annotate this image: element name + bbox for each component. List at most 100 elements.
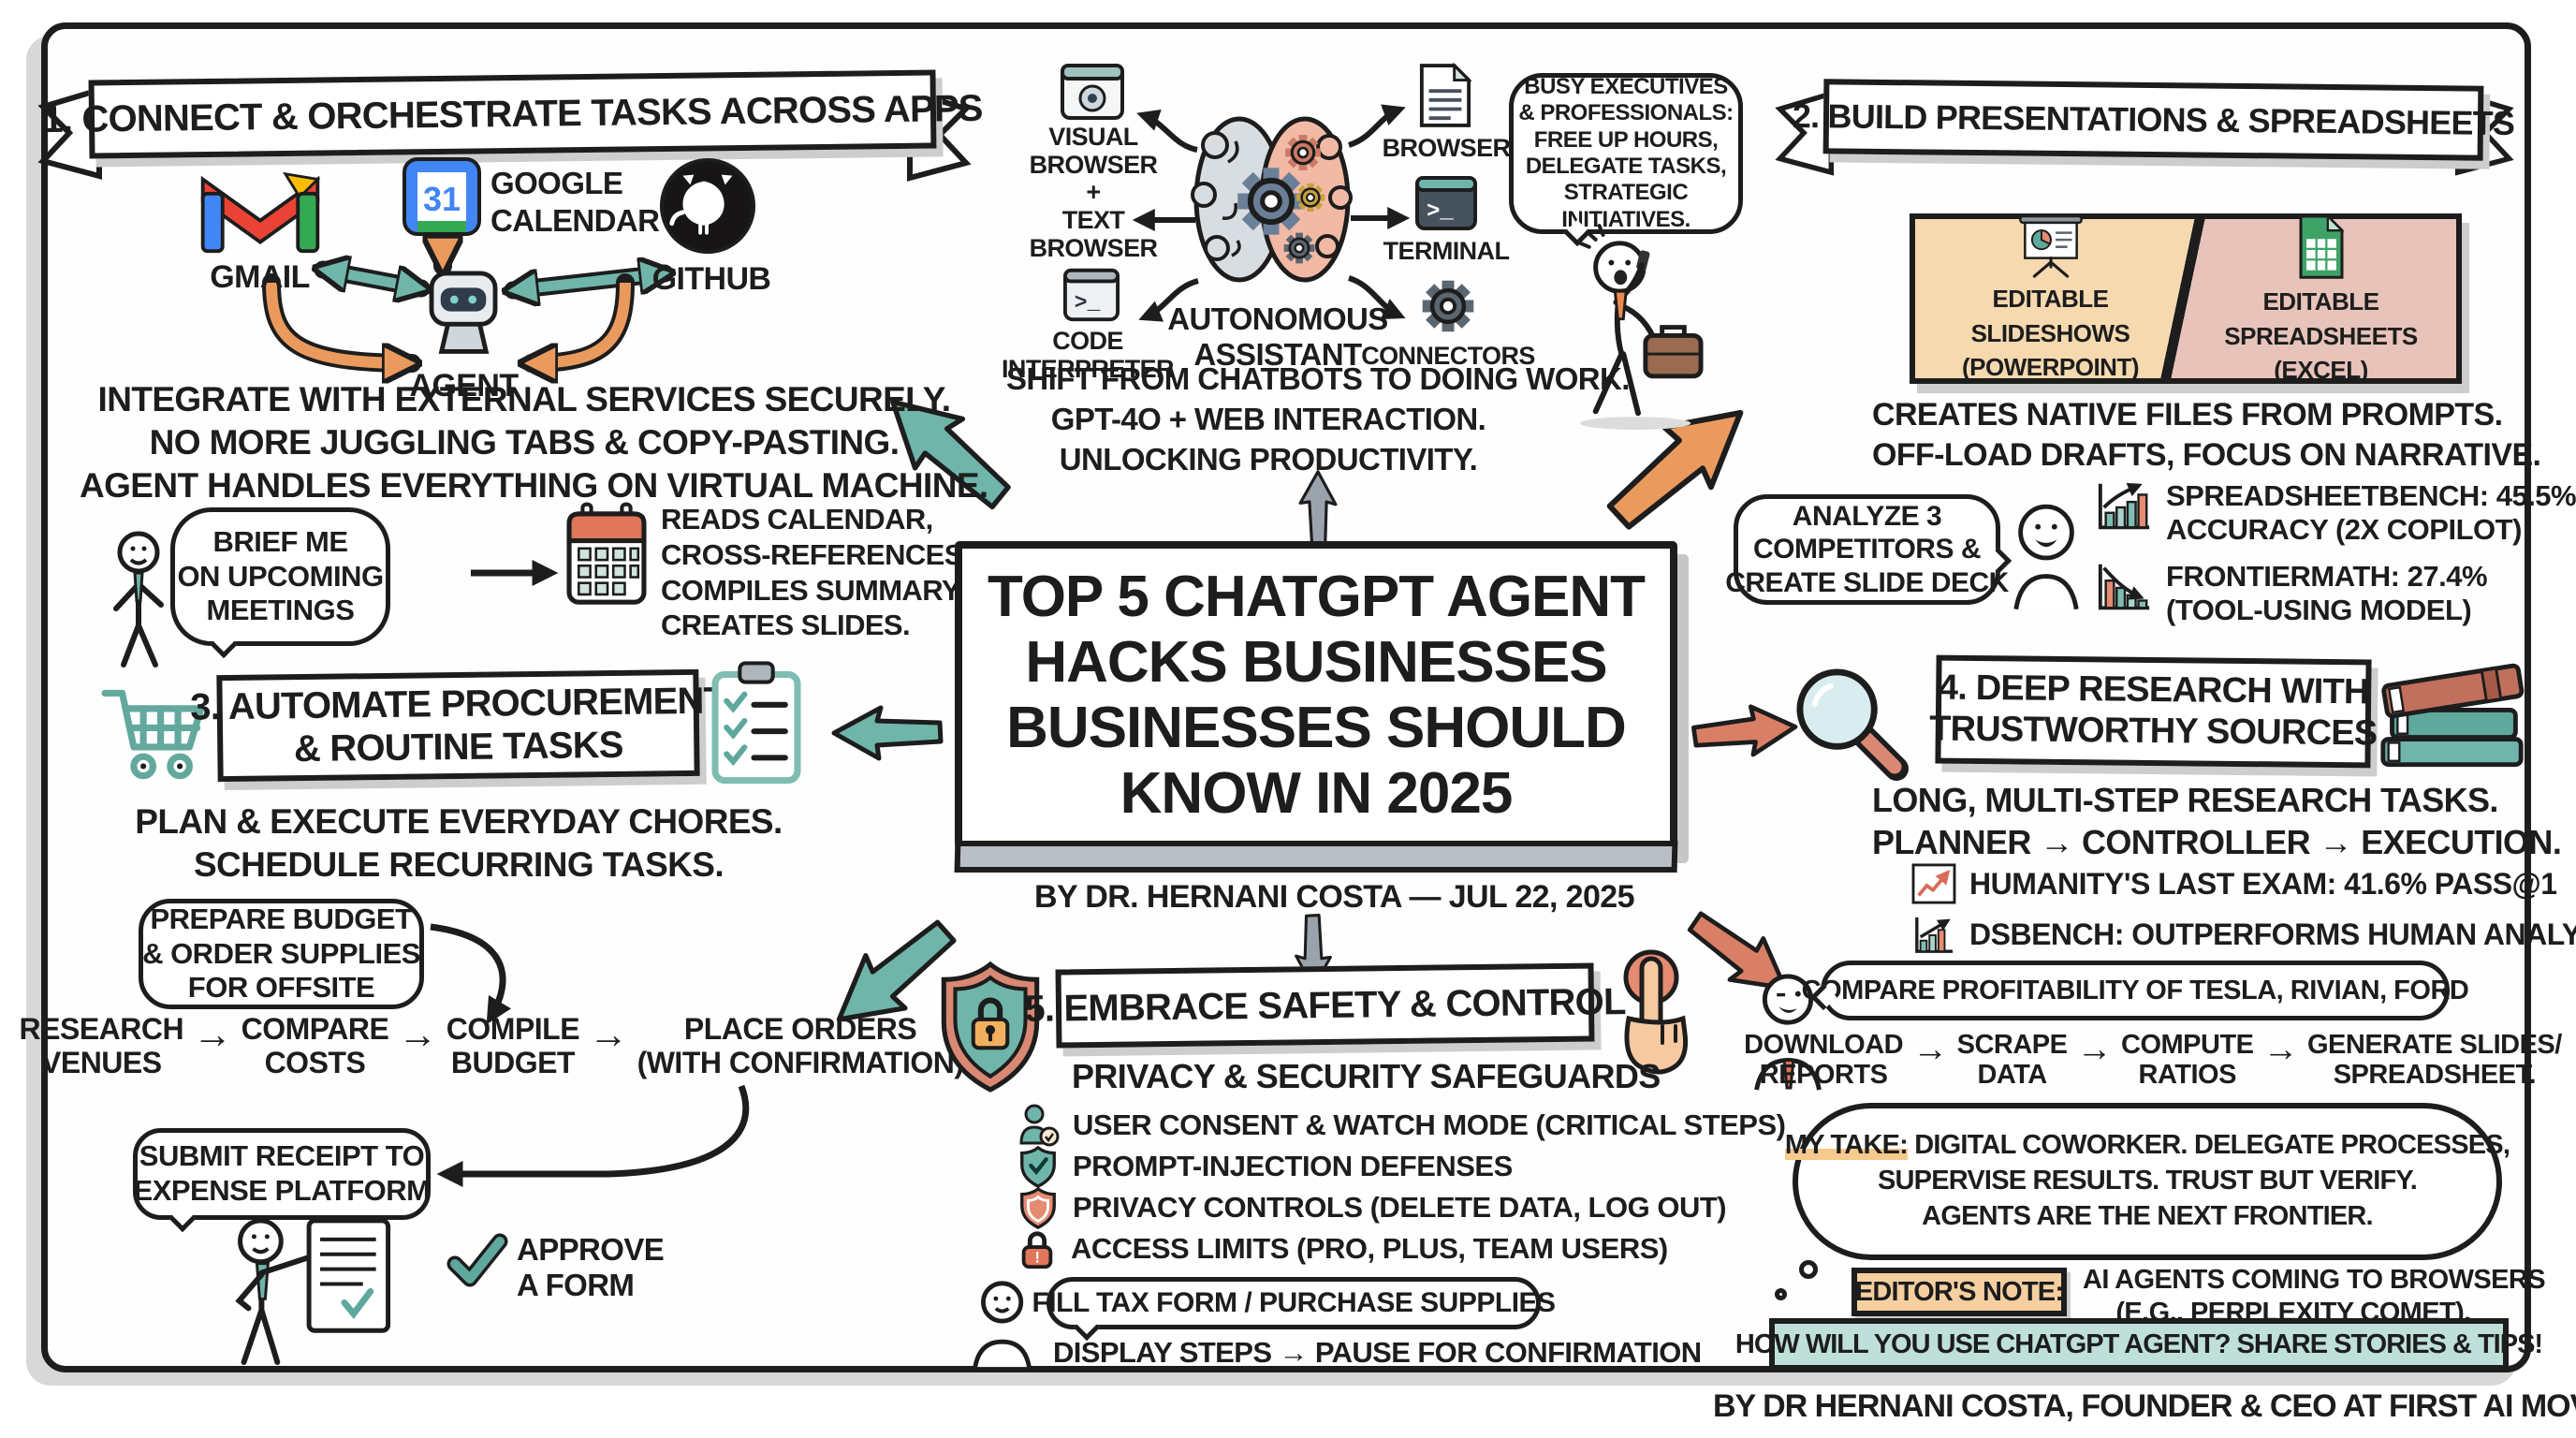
line: & PROFESSIONALS: [1518,100,1734,126]
shift-statement: SHIFT FROM CHATBOTS TO DOING WORK. GPT-4… [1006,360,1630,480]
line: HUMANITY'S LAST EXAM: 41.6% PASS@1 [1969,866,2557,901]
line: EDITOR'S NOTE: [1854,1276,2064,1307]
line: BY DR. HERNANI COSTA — JUL 22, 2025 [1034,879,1635,915]
busy-executive-figure [1575,224,1704,431]
arrow-brief-to-calendar [471,560,559,586]
line: CALENDAR [490,203,660,239]
line: PLANNER → CONTROLLER → EXECUTION. [1872,823,2562,861]
line: BROWSER [1029,150,1158,179]
outputs-card: EDITABLE SLIDESHOWS (POWERPOINT) EDITABL… [1910,213,2462,384]
ribbon2-tail-left-icon [1775,90,1835,176]
visual-browser-label: VISUAL BROWSER + TEXT BROWSER [1009,123,1178,262]
line: DISPLAY STEPS → PAUSE FOR CONFIRMATION [1053,1336,1702,1369]
line: SPREADSHEET. [2333,1060,2537,1091]
stat-text: FRONTIERMATH: 27.4% (TOOL-USING MODEL) [2166,560,2488,626]
line: MEETINGS [206,594,355,627]
calendar-icon [566,502,647,605]
line: LONG, MULTI-STEP RESEARCH TASKS. [1872,781,2498,819]
agent-label: AGENT [401,367,527,405]
line: COMPARE PROFITABILITY OF TESLA, RIVIAN, … [1801,975,2469,1005]
flow-step: GENERATE SLIDES/SPREADSHEET. [2307,1030,2562,1091]
line: RATIOS [2138,1060,2237,1091]
line: ACCESS LIMITS (PRO, PLUS, TEAM USERS) [1071,1232,1668,1265]
safety-item: PRIVACY CONTROLS (DELETE DATA, LOG OUT) [1018,1186,1785,1229]
safety-item: PROMPT-INJECTION DEFENSES [1018,1145,1785,1188]
arrow-right-glyph: → [2262,1030,2299,1069]
section4-banner: 4. DEEP RESEARCH WITH TRUSTWORTHY SOURCE… [1929,654,2378,769]
line: FOR OFFSITE [187,971,375,1005]
gmail-icon [200,171,321,254]
line: TOP 5 CHATGPT AGENT [987,564,1646,629]
line: KNOW IN 2025 [1120,761,1514,827]
line: FRONTIERMATH: 27.4% [2166,560,2488,593]
person-happy-icon [2013,504,2079,610]
line: 5. EMBRACE SAFETY & CONTROL [1024,980,1626,1030]
line: RESEARCH [19,1012,184,1046]
line: STRATEGIC [1563,180,1689,206]
brain-connector-arrows [1132,104,1411,322]
safety-list: USER CONSENT & WATCH MODE (CRITICAL STEP… [1018,1104,1786,1269]
line: SCHEDULE RECURRING TASKS. [193,845,724,885]
stat-text: SPREADSHEETBENCH: 45.5% ACCURACY (2X COP… [2166,479,2576,546]
line: BRIEF ME [212,525,348,559]
line: GPT-4O + WEB INTERACTION. [1050,401,1486,436]
frontiermath-stat: FRONTIERMATH: 27.4% (TOOL-USING MODEL) [2095,560,2488,626]
chart-up-icon [2098,482,2150,530]
compare-profitability-bubble: COMPARE PROFITABILITY OF TESLA, RIVIAN, … [1802,961,2469,1020]
safety-item: USER CONSENT & WATCH MODE (CRITICAL STEP… [1018,1104,1786,1147]
terminal-icon: >_ [1415,176,1477,230]
user-consent-icon [1019,1104,1060,1147]
line: ANALYZE 3 [1792,500,1942,532]
code-interpreter-label: CODE INTERPRETER [994,327,1181,383]
github-label: GITHUB [646,260,777,299]
line: AGENTS ARE THE NEXT FRONTIER. [1922,1200,2373,1231]
line: EDITABLE [1992,285,2109,314]
brain-icon [1191,116,1353,283]
presentation-easel-icon [2018,214,2083,278]
approve-check-icon [446,1233,508,1287]
line: & ORDER SUPPLIES [142,936,420,970]
line: BUDGET [450,1045,576,1079]
section2-banner: 2. BUILD PRESENTATIONS & SPREADSHEETS [1793,79,2514,161]
books-stack-icon [2380,663,2525,768]
code-interpreter-icon: >_ [1063,268,1120,322]
autonomous-assistant-label: AUTONOMOUS ASSISTANT [1161,301,1395,373]
prepare-budget-bubble: PREPARE BUDGET & ORDER SUPPLIES FOR OFFS… [139,899,424,1009]
analyze-competitors-bubble: ANALYZE 3 COMPETITORS & CREATE SLIDE DEC… [1725,494,2012,605]
footer-byline: BY DR HERNANI COSTA, FOUNDER & CEO AT FI… [1713,1387,2576,1426]
google-calendar-icon: 31 [402,157,481,236]
line: ON UPCOMING [177,559,384,593]
section1-banner: 1. CONNECT & ORCHESTRATE TASKS ACROSS AP… [42,69,983,159]
line: SCRAPE [1956,1030,2068,1060]
line: NO MORE JUGGLING TABS & COPY-PASTING. [149,422,900,462]
line: BUSINESSES SHOULD [1006,696,1627,760]
safety-item: ! ACCESS LIMITS (PRO, PLUS, TEAM USERS) [1018,1228,1785,1269]
hle-stat: HUMANITY'S LAST EXAM: 41.6% PASS@1 [1911,863,2557,904]
chart-down-icon [2098,564,2150,610]
poster-title: TOP 5 CHATGPT AGENT HACKS BUSINESSES BUS… [987,564,1646,827]
approve-form-label: APPROVE A FORM [517,1232,704,1303]
person-request-icon [973,1281,1032,1368]
agent-robot-icon [429,271,498,354]
line: TERMINAL [1383,237,1510,265]
line: CREATES NATIVE FILES FROM PROMPTS. [1872,397,2503,433]
line: CODE [1052,327,1123,355]
person-wink-icon [1754,974,1822,1091]
slideshows-panel: EDITABLE SLIDESHOWS (POWERPOINT) [1915,214,2186,380]
line: INTERPRETER [1002,354,1175,383]
line: + [1086,178,1101,207]
arrow-right-glyph: → [2076,1030,2113,1069]
line: BROWSER [1029,233,1158,262]
line: FREE UP HOURS, [1533,126,1719,153]
line: APPROVE [517,1232,665,1267]
line: SPREADSHEETBENCH: 45.5% [2166,479,2576,512]
submit-receipt-bubble: SUBMIT RECEIPT TO EXPENSE PLATFORM [133,1128,431,1233]
editors-note-label: EDITOR'S NOTE: [1852,1268,2067,1316]
line: GOOGLE [490,166,623,200]
